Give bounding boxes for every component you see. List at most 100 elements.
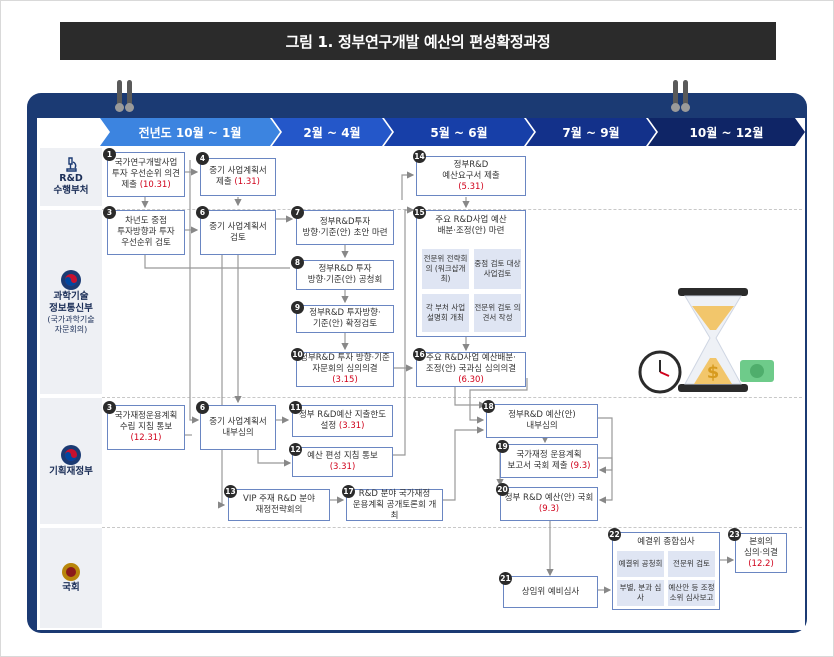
- step-8-box: 정부R&D 투자 방향·기준(안) 공청회: [296, 260, 394, 290]
- period-oct-dec: 10월 ~ 12월: [648, 118, 805, 146]
- step-1-date: (10.31): [139, 180, 171, 190]
- step-1-number: 1: [103, 148, 116, 161]
- step-19-line2: 보고서 국회 제출: [507, 461, 568, 471]
- step-16-line1: 주요 R&D사업 예산배분·: [426, 353, 516, 363]
- step-4-number: 4: [196, 152, 209, 165]
- lane-divider: [102, 397, 802, 398]
- step-16-number: 16: [413, 348, 426, 361]
- step-3b-line2: 수립 지침 통보: [119, 422, 173, 432]
- step-8-number: 8: [291, 256, 304, 269]
- step-3a-line2: 투자방향과 투자: [117, 227, 175, 237]
- step-12-date: (3.31): [329, 462, 356, 472]
- step-19-box: 국가재정 운용계획 보고서 국회 제출 (9.3): [500, 444, 598, 478]
- step-10-box: 정부R&D 투자 방향·기준 자문회의 심의의결 (3.15): [296, 352, 394, 387]
- step-19-line1: 국가재정 운용계획: [516, 450, 582, 460]
- step-10-line1: 정부R&D 투자 방향·기준: [300, 353, 390, 363]
- step-1-line3: 제출: [121, 180, 137, 190]
- taegeuk-emblem-icon: [61, 270, 81, 290]
- step-9-box: 정부R&D 투자방향· 기준(안) 확정검토: [296, 305, 394, 333]
- step-13-line2: 재정전략회의: [255, 505, 303, 515]
- step-22-title: 예결위 종합심사: [637, 537, 695, 547]
- step-18-line2: 내부심의: [526, 421, 558, 431]
- step-8-line1: 정부R&D 투자: [318, 264, 372, 274]
- step-1-line1: 국가연구개발사업: [114, 158, 178, 168]
- step-17-line1: R&D 분야 국가재정: [358, 488, 431, 499]
- lane-moef-name: 기획재정부: [49, 466, 93, 477]
- period-jul-sep: 7월 ~ 9월: [526, 118, 656, 146]
- step-23-line1: 본회의: [749, 536, 773, 547]
- svg-text:$: $: [707, 362, 720, 383]
- step-13-number: 13: [224, 485, 237, 498]
- step-15-line2: 배분·조정(안) 마련: [437, 226, 505, 236]
- step-10-number: 10: [291, 348, 304, 361]
- step-14-date: (5.31): [458, 181, 484, 192]
- step-3b-box: 국가재정운용계획 수립 지침 통보 (12.31): [107, 405, 185, 450]
- binder-ring-icon: [115, 80, 124, 112]
- lane-msit-name2: 정보통신부: [49, 303, 93, 314]
- figure-title: 그림 1. 정부연구개발 예산의 편성확정과정: [60, 22, 776, 60]
- step-4-line2: 제출: [216, 177, 232, 187]
- step-7-number: 7: [291, 206, 304, 219]
- taegeuk-emblem-icon: [61, 445, 81, 465]
- hourglass-money-illustration: $: [638, 288, 774, 394]
- step-3b-line1: 국가재정운용계획: [114, 411, 178, 421]
- step-15-sub-strategy: 전문위 전략회의 (워크샵개최): [422, 249, 469, 289]
- step-7-line1: 정부R&D투자: [319, 216, 371, 227]
- step-22-sub-hearing: 예결위 공청회: [617, 551, 664, 577]
- period-may-jun: 5월 ~ 6월: [384, 118, 534, 146]
- step-6a-number: 6: [196, 206, 209, 219]
- lane-msit-sub: (국가과학기술: [47, 315, 95, 324]
- lane-national-assembly: 국회: [40, 528, 102, 630]
- step-17-box: R&D 분야 국가재정 운용계획 공개토론회 개최: [346, 489, 443, 521]
- step-11-line1: 정부 R&D예산 지출한도: [298, 410, 387, 420]
- step-16-date: (6.30): [458, 375, 484, 385]
- step-23-number: 23: [728, 528, 741, 541]
- step-16-box: 주요 R&D사업 예산배분· 조정(안) 국과심 심의의결 (6.30): [416, 352, 526, 387]
- lane-rnd-name: R&D: [59, 173, 83, 184]
- step-17-number: 17: [342, 485, 355, 498]
- step-6a-line2: 검토: [230, 232, 246, 243]
- step-21-number: 21: [499, 572, 512, 585]
- step-4-date: (1.31): [234, 177, 260, 187]
- step-12-number: 12: [289, 443, 302, 456]
- step-9-line1: 정부R&D 투자방향·: [309, 308, 381, 318]
- step-3b-date: (12.31): [130, 433, 162, 443]
- binder-ring-icon: [681, 80, 690, 112]
- step-23-date: (12.2): [748, 558, 774, 569]
- step-7-line2: 방향·기준(안) 초안 마련: [302, 227, 388, 238]
- step-20-box: 정부 R&D 예산(안) 국회 (9.3): [500, 487, 598, 521]
- lane-divider: [102, 527, 802, 528]
- step-3a-box: 차년도 중점 투자방향과 투자 우선순위 검토: [107, 210, 185, 255]
- step-4-line1: 중기 사업계획서: [209, 166, 267, 176]
- binder-ring-icon: [671, 80, 680, 112]
- step-9-line2: 기준(안) 확정검토: [312, 319, 378, 329]
- step-18-line1: 정부R&D 예산(안): [508, 410, 576, 420]
- step-14-box: 정부R&D 예산요구서 제출 (5.31): [416, 156, 526, 196]
- step-6b-box: 중기 사업계획서 내부심의: [200, 405, 276, 450]
- step-11-number: 11: [289, 401, 302, 414]
- step-17-line2: 운용계획 공개토론회 개최: [352, 499, 437, 521]
- step-6b-line2: 내부심의: [222, 427, 254, 438]
- step-19-number: 19: [496, 440, 509, 453]
- lane-rnd-name2: 수행부처: [53, 185, 89, 196]
- step-10-date: (3.15): [332, 375, 358, 385]
- period-feb-apr: 2월 ~ 4월: [272, 118, 392, 146]
- step-6a-line1: 중기 사업계획서: [209, 221, 267, 232]
- step-23-box: 본회의 심의·의결 (12.2): [735, 533, 787, 573]
- step-22-group: 예결위 종합심사 예결위 공청회 전문위 검토 부별, 분과 심사 예산안 등 …: [612, 532, 720, 610]
- step-22-number: 22: [608, 528, 621, 541]
- step-22-sub-expert: 전문위 검토: [668, 551, 715, 577]
- step-15-number: 15: [413, 206, 426, 219]
- step-8-line2: 방향·기준(안) 공청회: [307, 275, 383, 285]
- step-7-box: 정부R&D투자 방향·기준(안) 초안 마련: [296, 210, 394, 245]
- step-10-line2: 자문회의 심의의결: [312, 364, 378, 374]
- lane-msit-name: 과학기술: [53, 291, 89, 302]
- step-12-line1: 예산 편성 지침 통보: [307, 451, 378, 461]
- step-1-box: 국가연구개발사업 투자 우선순위 의견 제출 (10.31): [107, 152, 185, 197]
- binder-ring-icon: [125, 80, 134, 112]
- step-18-number: 18: [482, 400, 495, 413]
- step-15-sub-opinion: 전문위 검토 의견서 작성: [474, 294, 521, 332]
- step-9-number: 9: [291, 301, 304, 314]
- step-21-line1: 상임위 예비심사: [521, 586, 580, 597]
